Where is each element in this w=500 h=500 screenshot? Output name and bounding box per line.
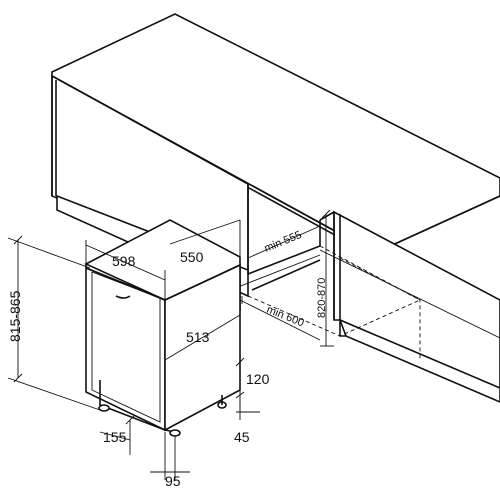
label-min-600: min 600 [265,304,306,330]
label-513: 513 [186,329,210,345]
label-min-555: min 555 [263,229,304,255]
label-598: 598 [112,253,136,269]
label-120: 120 [246,371,270,387]
label-820-870: 820-870 [316,278,328,318]
dimension-lines [7,209,334,480]
label-550: 550 [180,249,204,265]
label-815-865: 815-865 [7,290,23,342]
label-155: 155 [103,429,127,445]
niche [237,184,500,360]
right-cabinet [333,210,500,403]
dishwasher [84,219,241,437]
label-95: 95 [165,473,181,489]
label-45: 45 [234,429,250,445]
